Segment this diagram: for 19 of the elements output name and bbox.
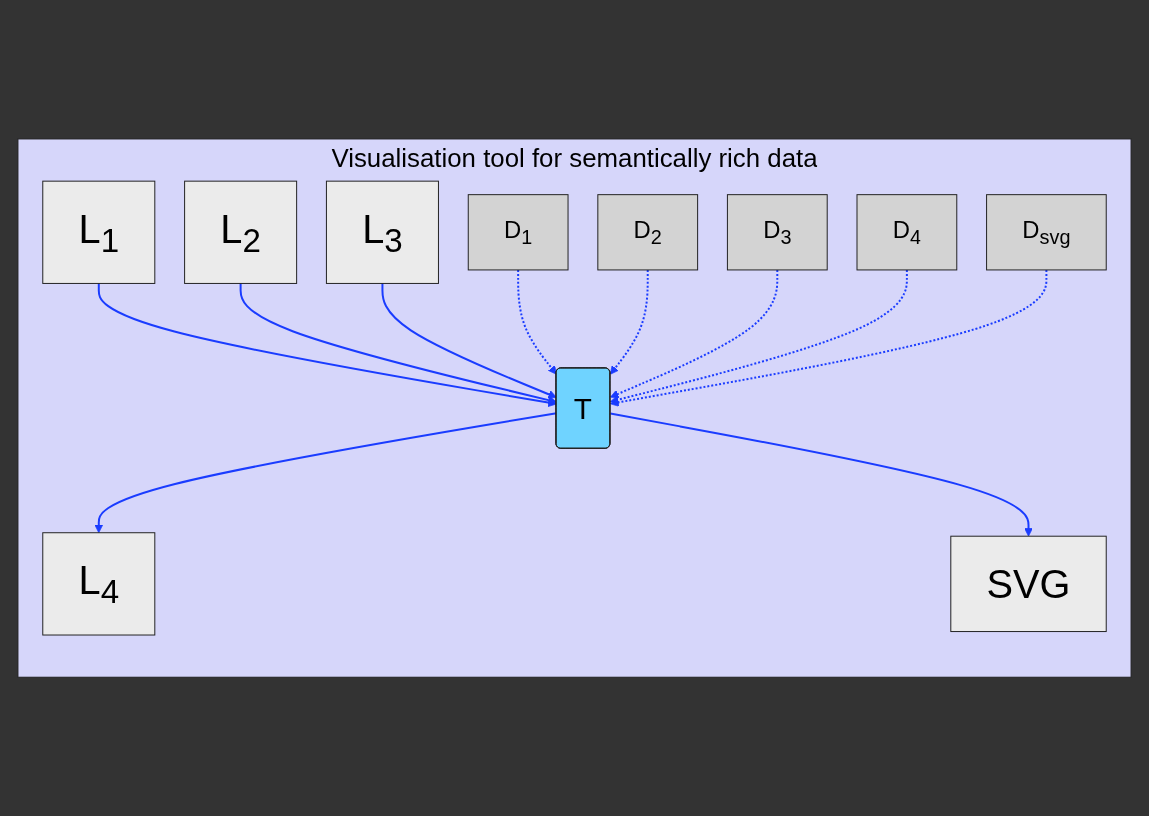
arrow [610,268,908,404]
node-box: D$_{svg}$ [986,194,1107,271]
node-box: L$_{4}$ [42,532,156,636]
arrow [609,412,1033,537]
node-box: D$_{2}$ [597,194,699,271]
arrow [610,268,779,398]
node-box: L$_{1}$ [42,180,156,284]
node-box: D$_{3}$ [726,194,828,271]
arrow [517,268,557,375]
node-box: SVG [950,535,1107,632]
node-box: L$_{3}$ [325,180,439,284]
arrow [97,282,557,407]
node-box: D$_{4}$ [856,194,958,271]
arrow [381,282,557,399]
arrow [610,268,1048,407]
node-box: L$_{2}$ [184,180,298,284]
arrow [610,268,649,375]
node-box: D$_{1}$ [467,194,569,271]
arrow [239,282,557,405]
